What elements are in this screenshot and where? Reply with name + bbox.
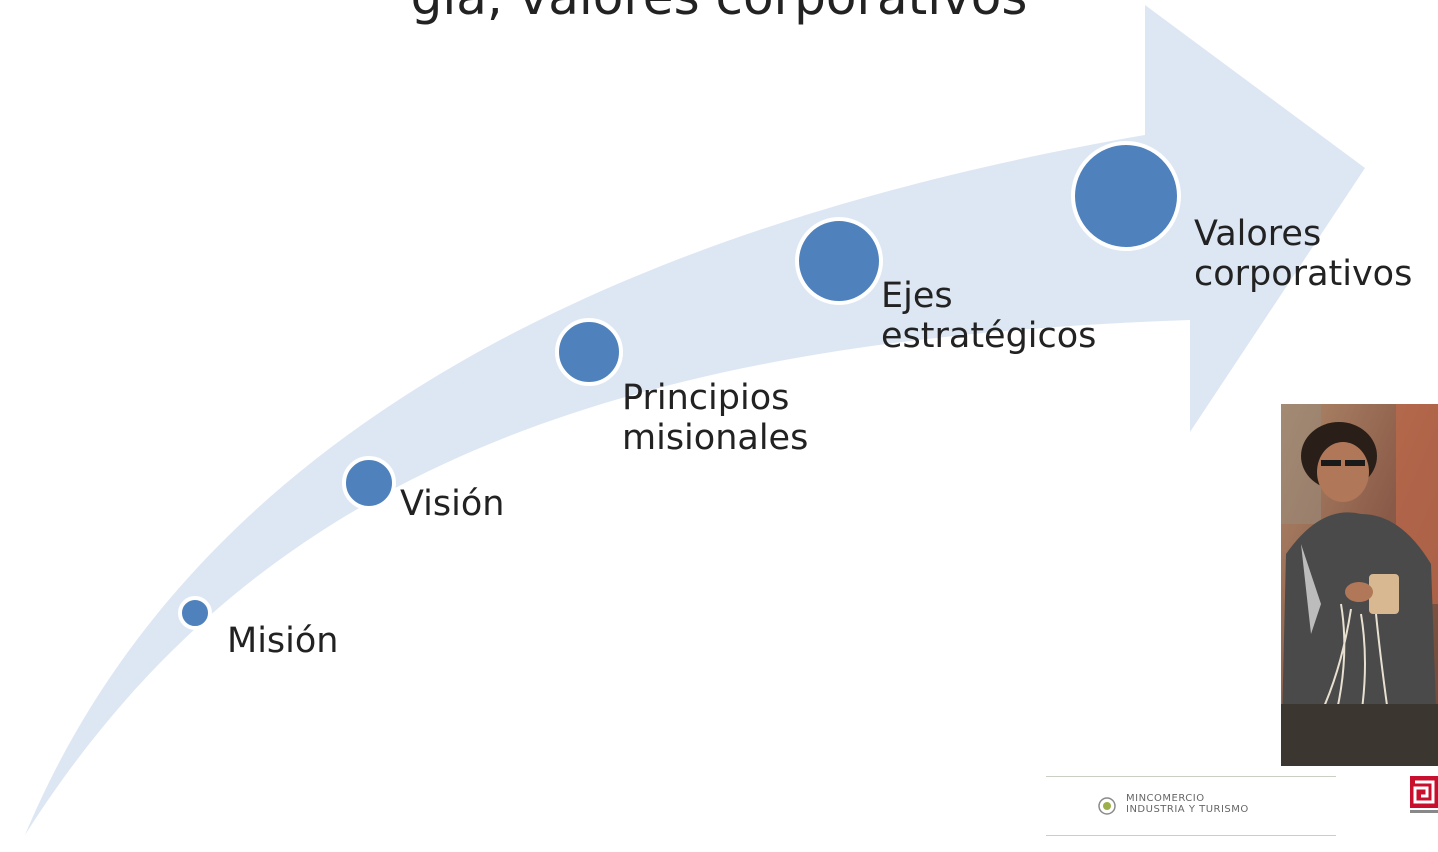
step-label-valores: Valores corporativos (1194, 214, 1412, 294)
step-markers (178, 141, 1181, 630)
slide-title: gia, valores corporativos (0, 0, 1438, 32)
step-label-line: estratégicos (881, 316, 1097, 356)
step-marker-principios (555, 318, 623, 386)
step-label-principios: Principios misionales (622, 378, 808, 458)
step-label-line: Ejes (881, 276, 953, 316)
step-marker-mision (178, 596, 212, 630)
step-label-line: Visión (400, 484, 505, 524)
step-label-line: misionales (622, 418, 809, 458)
ministry-logo: MINCOMERCIO INDUSTRIA Y TURISMO (1046, 776, 1336, 836)
step-label-line: Misión (227, 621, 339, 661)
step-label-line: Valores (1194, 214, 1322, 254)
ministry-logo-line: INDUSTRIA Y TURISMO (1126, 804, 1249, 815)
step-label-line: corporativos (1194, 254, 1413, 294)
emblem-icon (1098, 797, 1116, 815)
step-marker-valores (1071, 141, 1181, 251)
curved-arrow (25, 5, 1365, 835)
step-label-line: Principios (622, 378, 790, 418)
artisan-photo (1281, 404, 1438, 766)
ministry-logo-text: MINCOMERCIO INDUSTRIA Y TURISMO (1126, 793, 1249, 815)
artesanias-logo-icon (1410, 776, 1438, 813)
step-marker-ejes (795, 217, 883, 305)
step-marker-vision (342, 456, 396, 510)
step-label-vision: Visión (400, 484, 504, 524)
step-label-ejes: Ejes estratégicos (881, 276, 1096, 356)
ministry-logo-line: MINCOMERCIO (1126, 793, 1205, 804)
step-label-mision: Misión (227, 621, 338, 661)
